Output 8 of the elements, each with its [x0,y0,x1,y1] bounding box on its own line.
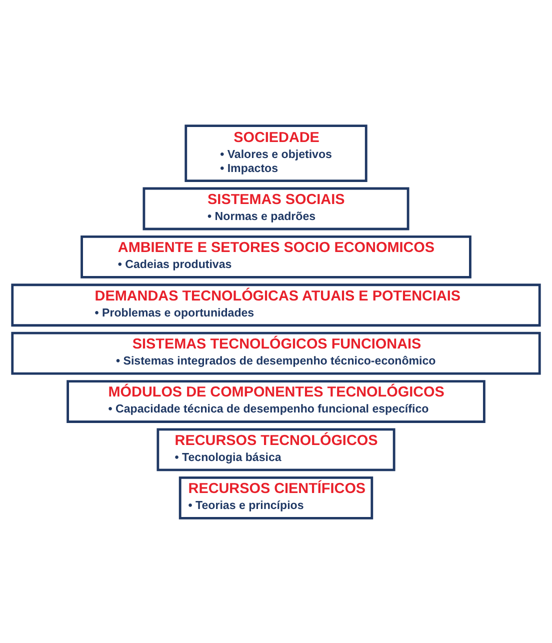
node-box: SISTEMAS SOCIAIS • Normas e padrões [142,186,410,230]
node-box: SISTEMAS TECNOLÓGICOS FUNCIONAIS • Sistemas integrados de desempenho técnico-econômico [11,331,541,374]
node-box: AMBIENTE E SETORES SOCIO ECONOMICOS • Cadeias produtivas [80,235,472,278]
node-box: DEMANDAS TECNOLÓGICAS ATUAIS E POTENCIAIS • Problemas e oportunidades [11,283,541,326]
node-box: SOCIEDADE • Valores e objetivos • Impactos [184,124,368,182]
node-box: MÓDULOS DE COMPONENTES TECNOLÓGICOS • Capacidade técnica de desempenho funcional específico [66,380,486,422]
node-box: RECURSOS TECNOLÓGICOS • Tecnologia básica [156,428,396,471]
node-box: RECURSOS CIENTÍFICOS • Teorias e princípios [178,476,374,519]
